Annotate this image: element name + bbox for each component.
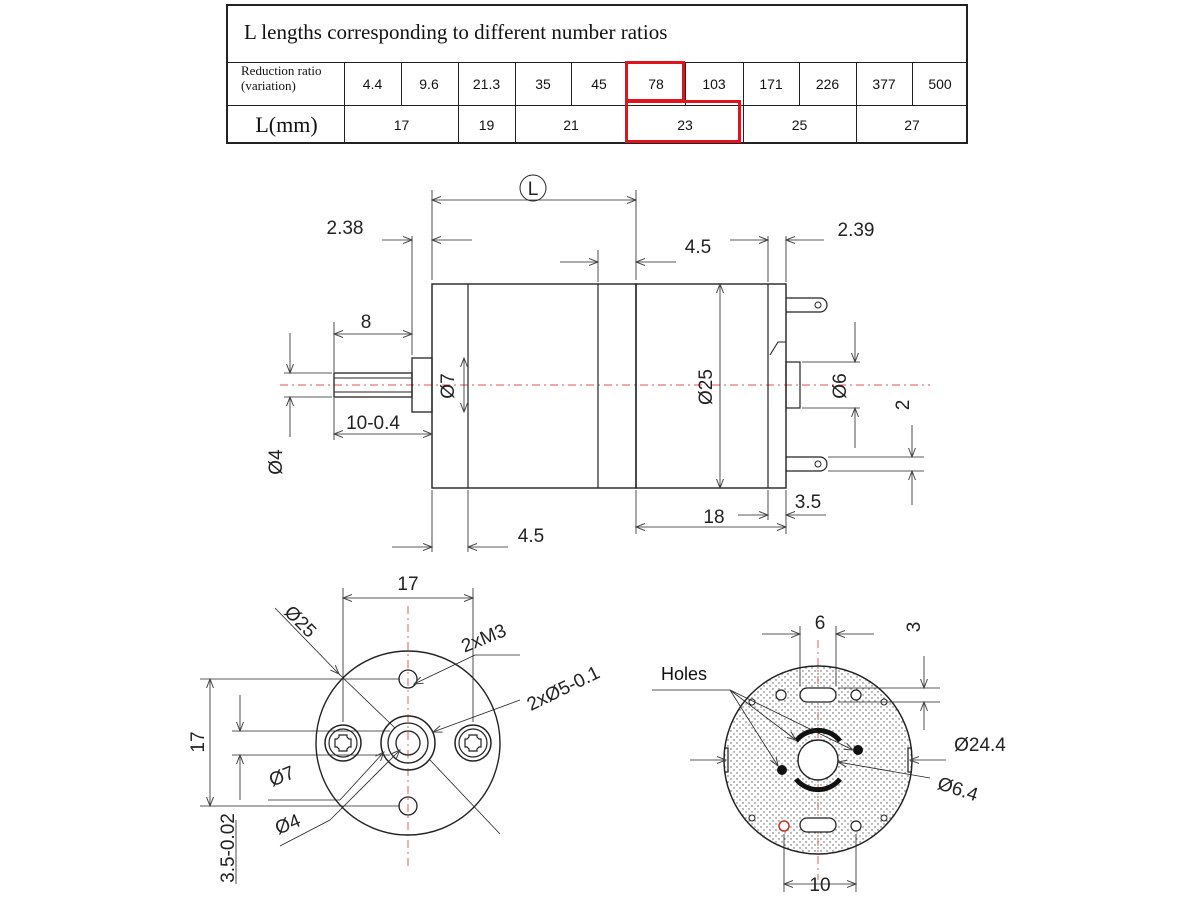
dim-d24.4: Ø24.4	[954, 735, 1006, 756]
length-cell: 27	[904, 117, 920, 133]
front-view	[200, 588, 521, 884]
dim-10-rear: 10	[809, 875, 830, 896]
table-title: L lengths corresponding to different num…	[228, 6, 966, 63]
L-marker: L	[528, 179, 539, 200]
dim-4.5-top: 4.5	[685, 237, 711, 258]
dim-18: 18	[703, 507, 724, 528]
ratio-cell: 377	[872, 76, 896, 92]
rear-bushing	[797, 739, 839, 781]
ratio-cell: 171	[759, 76, 783, 92]
reduction-ratio-table: L lengths corresponding to different num…	[226, 4, 968, 144]
ratio-header-line2: (variation)	[241, 78, 296, 93]
ratio-cell-highlighted: 78	[648, 76, 664, 92]
dim-2xM3: 2xM3	[458, 620, 509, 657]
ratio-cell: 500	[928, 76, 952, 92]
shaft	[333, 372, 413, 398]
length-highlight-box	[625, 100, 741, 143]
ratio-cell: 226	[815, 76, 840, 92]
dim-6: 6	[815, 613, 826, 634]
screw-left	[324, 724, 362, 762]
dim-d4-side: Ø4	[266, 449, 287, 475]
screw-right	[454, 724, 492, 762]
dim-d6: Ø6	[830, 373, 851, 398]
dim-d6.4: Ø6.4	[935, 773, 981, 806]
length-cell: 25	[791, 117, 808, 133]
dim-d25-front: Ø25	[280, 602, 320, 642]
terminal-slot-bottom	[799, 817, 837, 833]
dim-d25: Ø25	[696, 369, 717, 405]
dim-2.39: 2.39	[838, 220, 875, 241]
dim-10: 10-0.4	[346, 413, 400, 434]
ratio-header-line1: Reduction ratio	[241, 63, 322, 78]
ratio-header: Reduction ratio (variation)	[228, 63, 345, 105]
rear-view	[652, 626, 946, 892]
ratio-cell: 103	[702, 76, 726, 92]
dim-3: 3	[904, 622, 925, 633]
terminal-top	[786, 297, 828, 313]
dim-2.38: 2.38	[327, 218, 364, 239]
length-row: L(mm) 17 19 21 23 25 27	[228, 106, 966, 144]
length-cell: 19	[478, 117, 495, 133]
dim-3.5: 3.5	[795, 492, 821, 513]
length-header: L(mm)	[255, 112, 318, 137]
dim-d7: Ø7	[438, 373, 459, 398]
ratio-cell: 9.6	[419, 76, 439, 92]
dim-4.5-bottom: 4.5	[518, 526, 544, 547]
gearbox-body	[431, 283, 637, 489]
length-cell-highlighted: 23	[677, 117, 693, 133]
side-view	[280, 174, 930, 552]
length-cell: 21	[563, 117, 579, 133]
length-cell: 17	[393, 117, 410, 133]
ratio-row: Reduction ratio (variation) 4.4 9.6 21.3…	[228, 63, 966, 106]
ratio-cell: 35	[535, 76, 551, 92]
dim-17-height: 17	[188, 731, 209, 752]
dim-d4-front: Ø4	[272, 810, 304, 839]
terminal-bottom	[786, 456, 828, 472]
dim-17-width: 17	[397, 574, 418, 595]
holes-label: Holes	[661, 664, 707, 684]
terminal-slot-top	[799, 687, 837, 703]
ratio-cell: 4.4	[362, 76, 383, 92]
dim-2xd5: 2xØ5-0.1	[524, 662, 603, 715]
dim-3.5-0.02: 3.5-0.02	[218, 813, 239, 883]
front-flange	[315, 650, 501, 836]
ratio-cell: 45	[591, 76, 607, 92]
dim-2: 2	[893, 400, 914, 411]
dim-8: 8	[361, 312, 372, 333]
ratio-cell: 21.3	[472, 76, 501, 92]
dim-d7-front: Ø7	[266, 762, 297, 791]
